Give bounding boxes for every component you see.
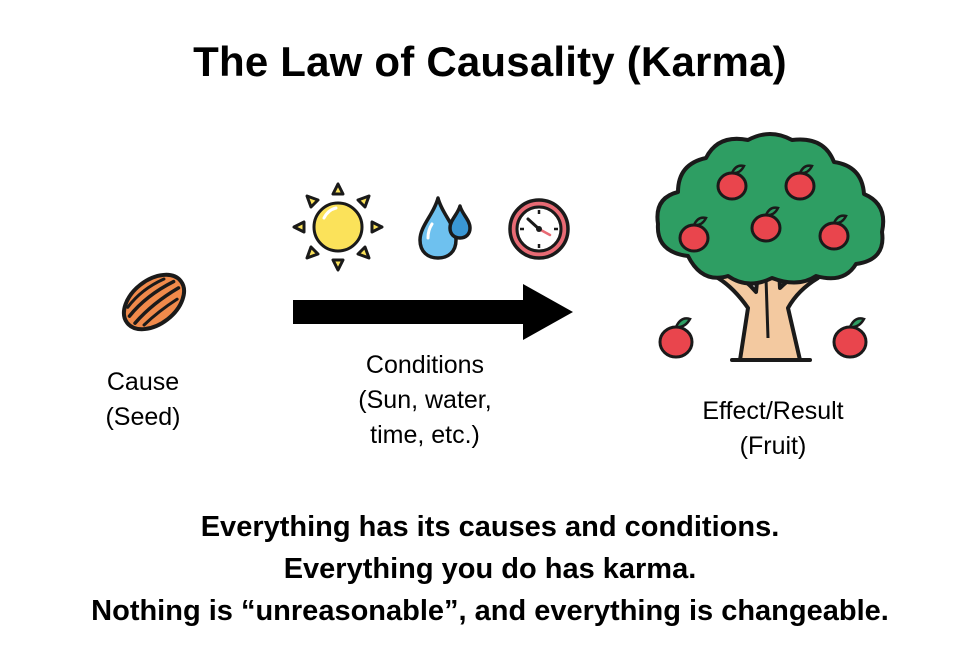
conditions-label-line2: (Sun, water, [358, 386, 492, 414]
water-drop-icon [418, 196, 472, 260]
conditions-label: Conditions (Sun, water, time, etc.) [332, 348, 518, 453]
karma-statements: Everything has its causes and conditions… [0, 506, 980, 632]
conditions-label-line1: Conditions [365, 351, 485, 379]
causality-arrow [293, 284, 573, 340]
effect-label: Effect/Result (Fruit) [660, 394, 886, 464]
cause-label-line1: Cause [106, 368, 180, 396]
effect-label-line2: (Fruit) [739, 432, 807, 460]
conditions-label-line3: time, etc.) [370, 421, 480, 449]
clock-icon [508, 198, 570, 260]
effect-label-line1: Effect/Result [702, 397, 844, 425]
apple-tree-icon [655, 132, 886, 362]
statement-1: Everything has its causes and conditions… [200, 511, 780, 543]
page-title: The Law of Causality (Karma) [193, 38, 787, 85]
cause-label: Cause (Seed) [88, 365, 198, 435]
seed-icon [121, 272, 187, 332]
cause-label-line2: (Seed) [105, 403, 181, 431]
sun-icon [292, 182, 384, 272]
statement-3: Nothing is “unreasonable”, and everythin… [91, 595, 889, 627]
statement-2: Everything you do has karma. [283, 553, 697, 585]
